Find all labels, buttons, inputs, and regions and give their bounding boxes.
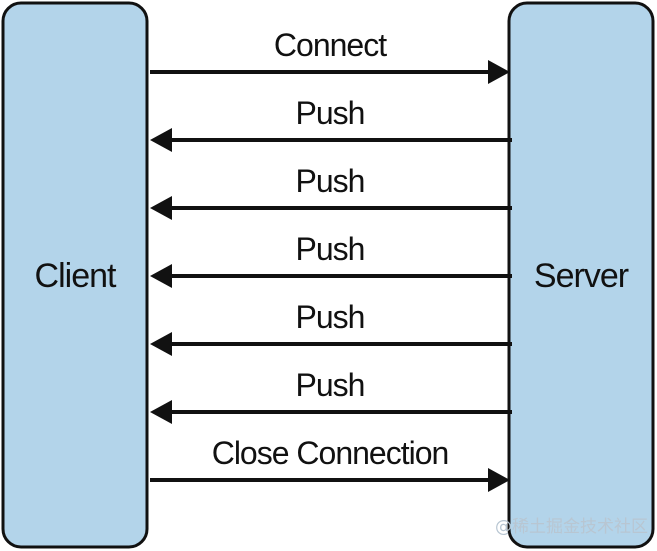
- message-3: Push: [150, 231, 512, 288]
- arrowhead-left-icon: [150, 400, 172, 424]
- message-2: Push: [150, 163, 512, 220]
- message-4: Push: [150, 299, 512, 356]
- message-label: Push: [296, 95, 365, 131]
- message-6: Close Connection: [150, 435, 510, 492]
- arrowhead-left-icon: [150, 264, 172, 288]
- message-label: Close Connection: [212, 435, 449, 471]
- server-label: Server: [534, 257, 629, 295]
- message-label: Push: [296, 367, 365, 403]
- message-5: Push: [150, 367, 512, 424]
- client-label: Client: [35, 257, 117, 295]
- message-label: Push: [296, 163, 365, 199]
- message-0: Connect: [150, 27, 510, 84]
- client-box: [1, 1, 149, 549]
- message-label: Connect: [274, 27, 387, 63]
- arrowhead-right-icon: [488, 468, 510, 492]
- arrowhead-left-icon: [150, 196, 172, 220]
- message-1: Push: [150, 95, 512, 152]
- arrowhead-left-icon: [150, 332, 172, 356]
- watermark: @稀土掘金技术社区: [495, 517, 648, 537]
- arrowhead-left-icon: [150, 128, 172, 152]
- arrowhead-right-icon: [488, 60, 510, 84]
- message-label: Push: [296, 299, 365, 335]
- message-label: Push: [296, 231, 365, 267]
